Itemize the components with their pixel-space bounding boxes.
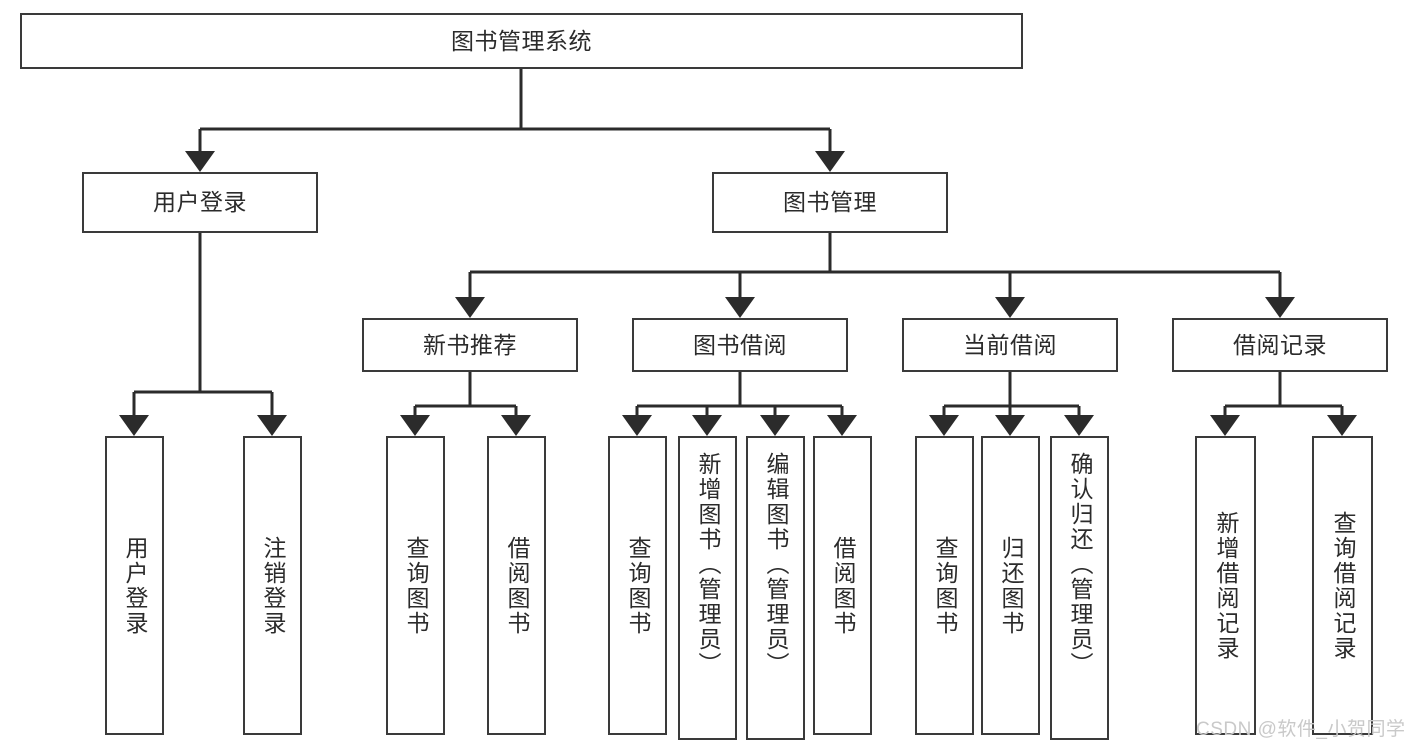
node-label: 注销登录 <box>260 535 286 636</box>
node-leaf-confirm-return-admin[interactable]: 确认归还（管理员） <box>1050 436 1109 740</box>
node-new-book-recommend[interactable]: 新书推荐 <box>362 318 578 372</box>
node-label: 借阅记录 <box>1233 331 1327 358</box>
node-leaf-query-book-borrow[interactable]: 查询图书 <box>608 436 667 735</box>
node-label: 确认归还（管理员） <box>1067 452 1093 677</box>
node-book-borrow[interactable]: 图书借阅 <box>632 318 848 372</box>
node-label: 图书借阅 <box>693 331 787 358</box>
node-leaf-user-login[interactable]: 用户登录 <box>105 436 164 735</box>
node-label: 编辑图书（管理员） <box>763 452 789 677</box>
node-current-borrow[interactable]: 当前借阅 <box>902 318 1118 372</box>
node-leaf-add-book-admin[interactable]: 新增图书（管理员） <box>678 436 737 740</box>
node-root-book-management-system[interactable]: 图书管理系统 <box>20 13 1023 69</box>
node-label: 用户登录 <box>122 535 148 636</box>
node-leaf-query-book-current[interactable]: 查询图书 <box>915 436 974 735</box>
node-leaf-borrow-book-recommend[interactable]: 借阅图书 <box>487 436 546 735</box>
node-label: 新书推荐 <box>423 331 517 358</box>
node-label: 查询图书 <box>932 535 958 636</box>
node-label: 借阅图书 <box>830 535 856 636</box>
node-label: 查询图书 <box>403 535 429 636</box>
node-leaf-logout[interactable]: 注销登录 <box>243 436 302 735</box>
node-user-login[interactable]: 用户登录 <box>82 172 318 233</box>
node-leaf-edit-book-admin[interactable]: 编辑图书（管理员） <box>746 436 805 740</box>
node-label: 新增借阅记录 <box>1213 510 1239 661</box>
node-leaf-query-borrow-record[interactable]: 查询借阅记录 <box>1312 436 1373 735</box>
node-label: 图书管理 <box>783 189 877 216</box>
node-label: 新增图书（管理员） <box>695 452 721 677</box>
node-label: 用户登录 <box>153 189 247 216</box>
node-label: 查询图书 <box>625 535 651 636</box>
node-leaf-add-borrow-record[interactable]: 新增借阅记录 <box>1195 436 1256 735</box>
node-leaf-return-book[interactable]: 归还图书 <box>981 436 1040 735</box>
node-borrow-record[interactable]: 借阅记录 <box>1172 318 1388 372</box>
node-book-management[interactable]: 图书管理 <box>712 172 948 233</box>
node-label: 图书管理系统 <box>451 27 592 54</box>
node-label: 借阅图书 <box>504 535 530 636</box>
node-leaf-borrow-book[interactable]: 借阅图书 <box>813 436 872 735</box>
node-label: 归还图书 <box>998 535 1024 636</box>
node-label: 查询借阅记录 <box>1330 510 1356 661</box>
node-leaf-query-book-recommend[interactable]: 查询图书 <box>386 436 445 735</box>
node-label: 当前借阅 <box>963 331 1057 358</box>
